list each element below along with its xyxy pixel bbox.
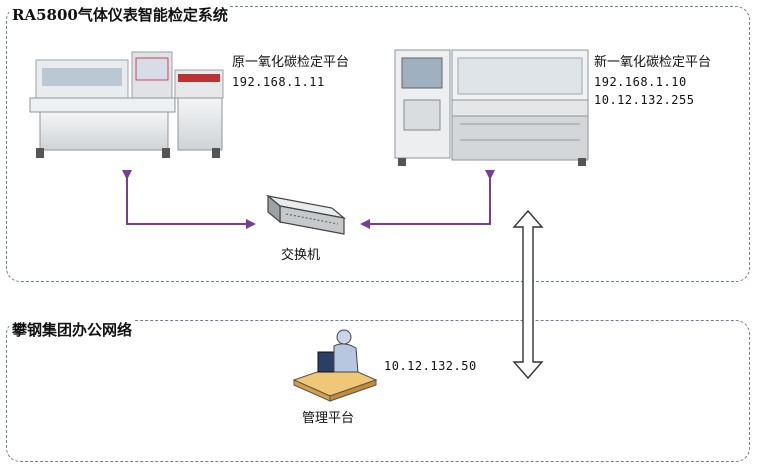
workstation-icon: [292, 329, 378, 402]
system-zone: [6, 6, 750, 282]
management-ip: 10.12.132.50: [384, 359, 477, 373]
link-old-to-switch: [122, 170, 256, 229]
management-label: 管理平台: [302, 411, 355, 426]
new-platform-name: 新一氧化碳检定平台: [594, 55, 712, 70]
switch-label: 交换机: [281, 248, 321, 263]
new-platform-ip-2: 10.12.132.255: [594, 93, 695, 107]
link-new-to-switch: [360, 170, 495, 229]
new-platform-equipment: [394, 49, 589, 166]
double-arrow-icon: [512, 209, 544, 380]
new-platform-ip: 192.168.1.10: [594, 75, 687, 89]
old-platform-name: 原一氧化碳检定平台: [232, 55, 350, 70]
system-title: RA5800气体仪表智能检定系统: [10, 4, 230, 25]
office-network-zone: [6, 320, 750, 462]
old-platform-ip: 192.168.1.11: [232, 75, 325, 89]
network-title: 攀钢集团办公网络: [10, 319, 135, 340]
old-platform-equipment: [29, 51, 224, 158]
switch-icon: [265, 194, 347, 235]
